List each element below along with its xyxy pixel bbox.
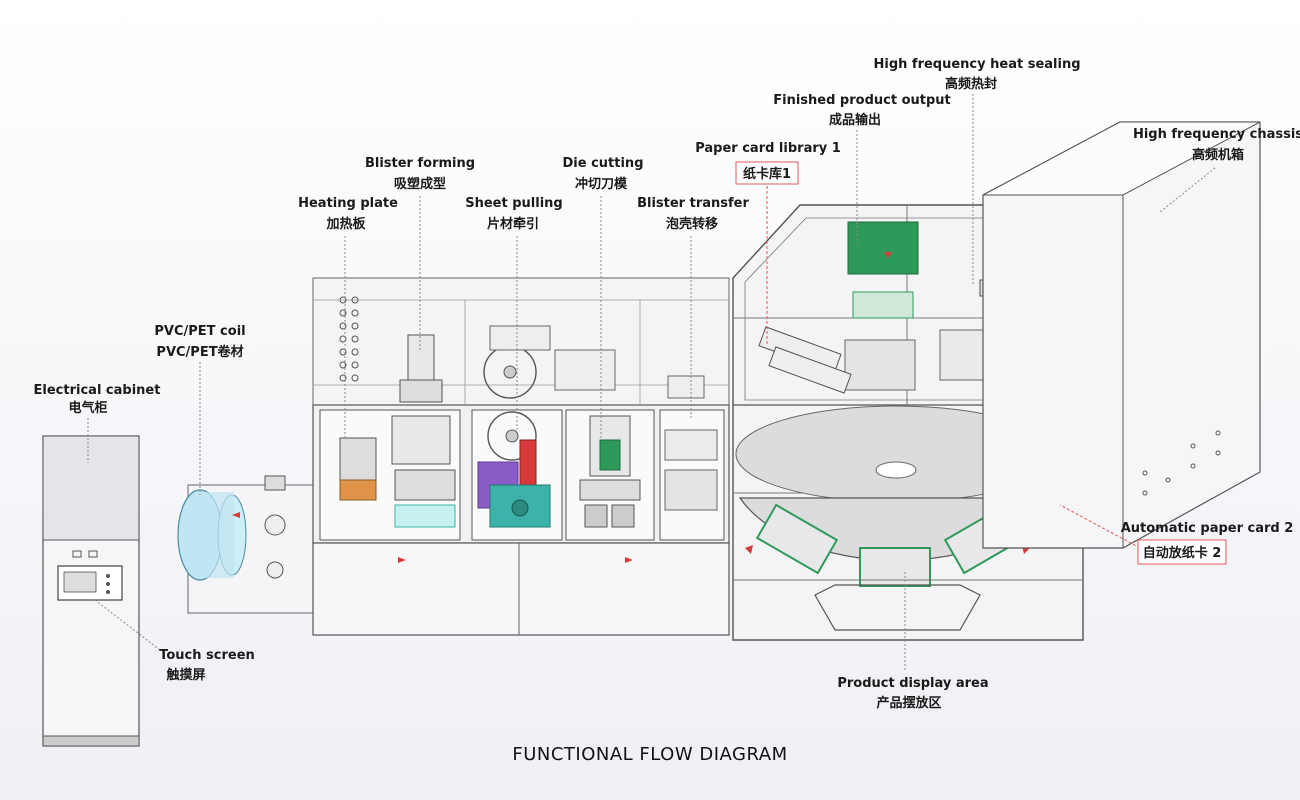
label-electrical-cabinet-en: Electrical cabinet xyxy=(34,383,161,398)
high-frequency-chassis xyxy=(982,121,1261,549)
label-auto-paper-card-box xyxy=(1137,539,1227,565)
label-high-freq-chassis-en: High frequency chassis xyxy=(1133,127,1300,142)
label-sheet-pulling-cn: 片材牵引 xyxy=(487,216,539,232)
forming-section xyxy=(312,277,730,636)
label-finished-output-en: Finished product output xyxy=(773,93,951,108)
label-blister-transfer-en: Blister transfer xyxy=(637,196,749,211)
electrical-cabinet xyxy=(42,435,140,747)
diagram-title: FUNCTIONAL FLOW DIAGRAM xyxy=(512,744,787,765)
label-finished-output-cn: 成品输出 xyxy=(829,112,881,128)
label-die-cutting-cn: 冲切刀模 xyxy=(575,176,628,192)
pvc-coil-unit xyxy=(177,475,315,614)
label-paper-card-lib-en: Paper card library 1 xyxy=(695,141,841,156)
label-touch-screen-en: Touch screen xyxy=(159,648,255,663)
label-heating-plate-en: Heating plate xyxy=(298,196,398,211)
leader-lines xyxy=(87,94,1216,672)
label-blister-forming-cn: 吸塑成型 xyxy=(394,176,446,192)
label-high-freq-chassis-cn: 高频机箱 xyxy=(1192,147,1244,163)
label-electrical-cabinet-cn: 电气柜 xyxy=(68,400,107,416)
label-auto-paper-card-en: Automatic paper card 2 xyxy=(1121,521,1294,536)
label-paper-card-lib-cn: 纸卡库1 xyxy=(743,166,791,182)
label-die-cutting-en: Die cutting xyxy=(563,156,644,171)
label-product-display-en: Product display area xyxy=(837,676,988,691)
label-pvc-coil-cn: PVC/PET卷材 xyxy=(156,344,243,360)
labels: High frequency heat sealing 高频热封 Finishe… xyxy=(34,57,1300,765)
label-touch-screen-cn: 触摸屏 xyxy=(165,667,205,683)
label-high-freq-sealing-en: High frequency heat sealing xyxy=(873,57,1080,72)
label-paper-card-lib-box xyxy=(735,161,799,185)
label-pvc-coil-en: PVC/PET coil xyxy=(154,324,245,339)
label-heating-plate-cn: 加热板 xyxy=(325,216,366,232)
label-sheet-pulling-en: Sheet pulling xyxy=(465,196,562,211)
label-blister-transfer-cn: 泡壳转移 xyxy=(666,216,718,232)
label-high-freq-sealing-cn: 高频热封 xyxy=(945,76,997,92)
label-product-display-cn: 产品摆放区 xyxy=(876,695,941,711)
label-auto-paper-card-cn: 自动放纸卡 2 xyxy=(1143,545,1222,561)
label-blister-forming-en: Blister forming xyxy=(365,156,475,171)
